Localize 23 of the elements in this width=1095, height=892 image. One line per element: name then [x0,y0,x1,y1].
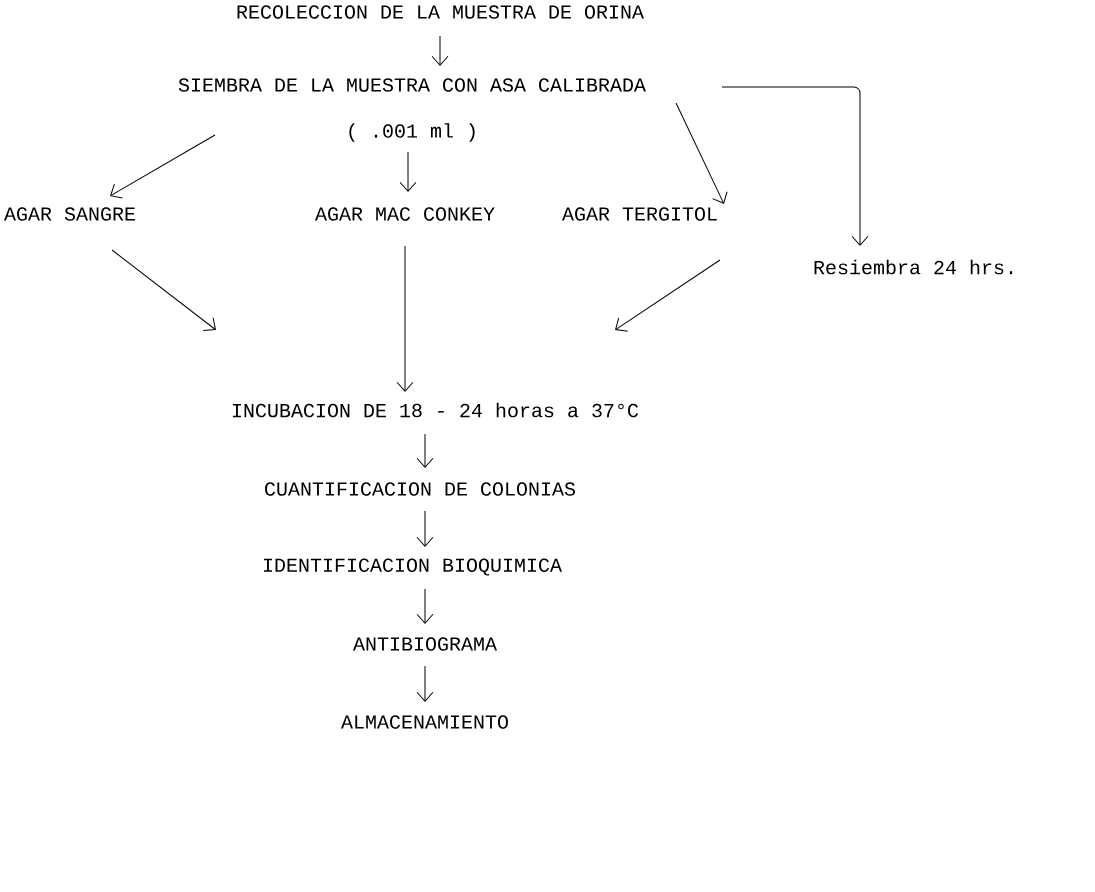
step-text: AGAR TERGITOL [562,207,717,221]
arrow [721,86,869,246]
step-text: AGAR SANGRE [4,207,135,221]
step-text: SIEMBRA DE LA MUESTRA CON ASA CALIBRADA ( .001 ml ) [178,78,646,142]
step-text: IDENTIFICACION BIOQUIMICA [263,558,562,576]
step-text: RECOLECCION DE LA MUESTRA DE ORINA [237,5,644,19]
arrow [416,510,434,547]
step-text: ALMACENAMIENTO [341,715,508,729]
step-text: Resiembra 24 hrs. [814,259,1013,275]
arrow [416,588,434,624]
arrow [431,35,449,66]
arrow [416,433,434,468]
step-text: CUANTIFICACION DE COLONIAS [265,482,575,496]
arrow [399,151,417,192]
step-text: INCUBACION DE 18 - 24 horas a 37°C [232,402,639,418]
step-text: ANTIBIOGRAMA [353,637,497,651]
arrow [396,245,414,392]
step-text: AGAR MAC CONKEY [315,207,495,221]
arrow [110,134,216,199]
arrow [111,249,216,331]
arrow [675,102,728,204]
arrow [615,259,721,332]
arrow [416,665,434,702]
